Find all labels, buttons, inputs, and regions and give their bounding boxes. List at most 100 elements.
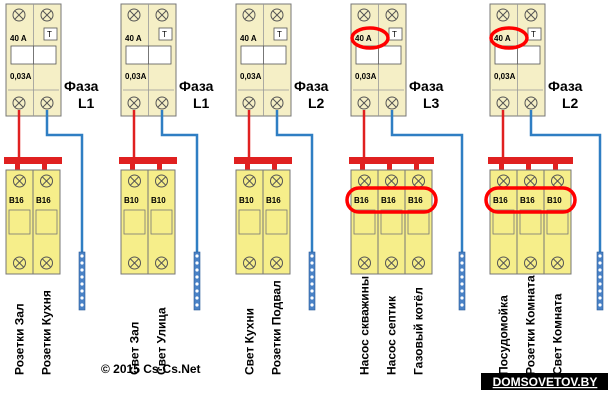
breaker-lever bbox=[238, 209, 261, 235]
neutral-hole bbox=[598, 254, 602, 258]
neutral-hole bbox=[195, 296, 199, 300]
circuit-breaker: B16 bbox=[350, 169, 379, 275]
neutral-hole bbox=[310, 303, 314, 307]
breaker-rating: B16 bbox=[354, 196, 369, 205]
circuit-label: Розетки Подвал bbox=[270, 280, 284, 375]
breaker-rating: B16 bbox=[493, 196, 508, 205]
circuit-label: Посудомойка bbox=[497, 295, 511, 375]
neutral-hole bbox=[80, 282, 84, 286]
neutral-hole bbox=[310, 289, 314, 293]
neutral-hole bbox=[80, 254, 84, 258]
rcd-leak-label: 0,03A bbox=[494, 72, 516, 81]
terminal-screw-icon bbox=[551, 256, 564, 270]
busbar-tooth bbox=[499, 164, 504, 172]
neutral-hole bbox=[598, 261, 602, 265]
phase-word: Фаза bbox=[409, 78, 444, 94]
neutral-bar bbox=[308, 251, 316, 311]
breaker-rating: B16 bbox=[381, 196, 396, 205]
breaker-lever bbox=[407, 209, 430, 235]
neutral-hole bbox=[460, 282, 464, 286]
busbar-tooth bbox=[360, 164, 365, 172]
neutral-hole bbox=[598, 296, 602, 300]
breaker-lever bbox=[35, 209, 58, 235]
breakers-highlight bbox=[345, 186, 438, 214]
breaker-lever bbox=[519, 209, 542, 235]
rcd-test-button bbox=[43, 27, 58, 41]
breaker-rating: B16 bbox=[9, 196, 24, 205]
neutral-bar bbox=[596, 251, 604, 311]
terminal-screw-icon bbox=[270, 96, 284, 110]
terminal-screw-icon bbox=[13, 174, 26, 188]
rcd-test-label: T bbox=[47, 30, 52, 39]
circuit-breaker: B16 bbox=[489, 169, 518, 275]
circuit-breaker: B16 bbox=[262, 169, 291, 275]
terminal-screw-icon bbox=[385, 96, 399, 110]
circuit-breaker: B16 bbox=[516, 169, 545, 275]
terminal-screw-icon bbox=[243, 256, 256, 270]
neutral-hole bbox=[195, 282, 199, 286]
breaker-rating: B10 bbox=[547, 196, 562, 205]
breaker-lever bbox=[546, 209, 569, 235]
circuit-label: Насос септик bbox=[385, 295, 399, 375]
busbar-tooth bbox=[42, 164, 47, 172]
breaker-lever bbox=[150, 209, 173, 235]
rcd-rating-label: 40 A bbox=[125, 34, 142, 43]
terminal-screw-icon bbox=[358, 256, 371, 270]
neutral-wire bbox=[529, 110, 602, 255]
terminal-screw-icon bbox=[357, 8, 371, 22]
circuit-breaker: B10 bbox=[543, 169, 572, 275]
breaker-rating: B10 bbox=[239, 196, 254, 205]
neutral-hole bbox=[598, 303, 602, 307]
neutral-hole bbox=[460, 303, 464, 307]
busbar-tooth bbox=[387, 164, 392, 172]
neutral-bar bbox=[78, 251, 86, 311]
neutral-hole bbox=[460, 261, 464, 265]
terminal-screw-icon bbox=[155, 96, 169, 110]
terminal-screw-icon bbox=[242, 96, 256, 110]
busbar-tooth bbox=[526, 164, 531, 172]
rcd-rating-label: 40 A bbox=[240, 34, 257, 43]
circuit-label: Свет Зал bbox=[128, 322, 142, 375]
circuit-label: Розетки Комната bbox=[524, 275, 538, 375]
terminal-screw-icon bbox=[524, 256, 537, 270]
terminal-screw-icon bbox=[12, 8, 26, 22]
neutral-wire bbox=[390, 110, 464, 255]
breaker-rating: B16 bbox=[408, 196, 423, 205]
neutral-hole bbox=[598, 289, 602, 293]
neutral-hole bbox=[80, 261, 84, 265]
neutral-hole bbox=[80, 289, 84, 293]
rcd-test-button bbox=[273, 27, 288, 41]
breaker-rating: B16 bbox=[266, 196, 281, 205]
neutral-wire bbox=[45, 110, 84, 255]
busbar-tooth bbox=[414, 164, 419, 172]
terminal-screw-icon bbox=[155, 174, 168, 188]
terminal-screw-icon bbox=[128, 174, 141, 188]
terminal-screw-icon bbox=[270, 256, 283, 270]
rcd-leak-label: 0,03A bbox=[355, 72, 377, 81]
neutral-hole bbox=[460, 296, 464, 300]
busbar bbox=[349, 157, 434, 164]
circuit-breaker: B10 bbox=[235, 169, 264, 275]
breaker-lever bbox=[492, 209, 515, 235]
neutral-hole bbox=[460, 268, 464, 272]
neutral-hole bbox=[460, 254, 464, 258]
circuit-label: Розетки Кухня bbox=[40, 290, 54, 375]
rating-highlight bbox=[489, 26, 529, 50]
neutral-hole bbox=[460, 289, 464, 293]
circuit-breaker: B10 bbox=[120, 169, 149, 275]
copyright-text: © 2015 Cs-Cs.Net bbox=[101, 362, 201, 376]
neutral-hole bbox=[195, 254, 199, 258]
neutral-hole bbox=[195, 275, 199, 279]
phase-id: L2 bbox=[308, 95, 325, 111]
rcd-test-button bbox=[388, 27, 403, 41]
watermark-text: DOMSOVETOV.BY bbox=[493, 375, 598, 389]
breaker-lever bbox=[353, 209, 376, 235]
